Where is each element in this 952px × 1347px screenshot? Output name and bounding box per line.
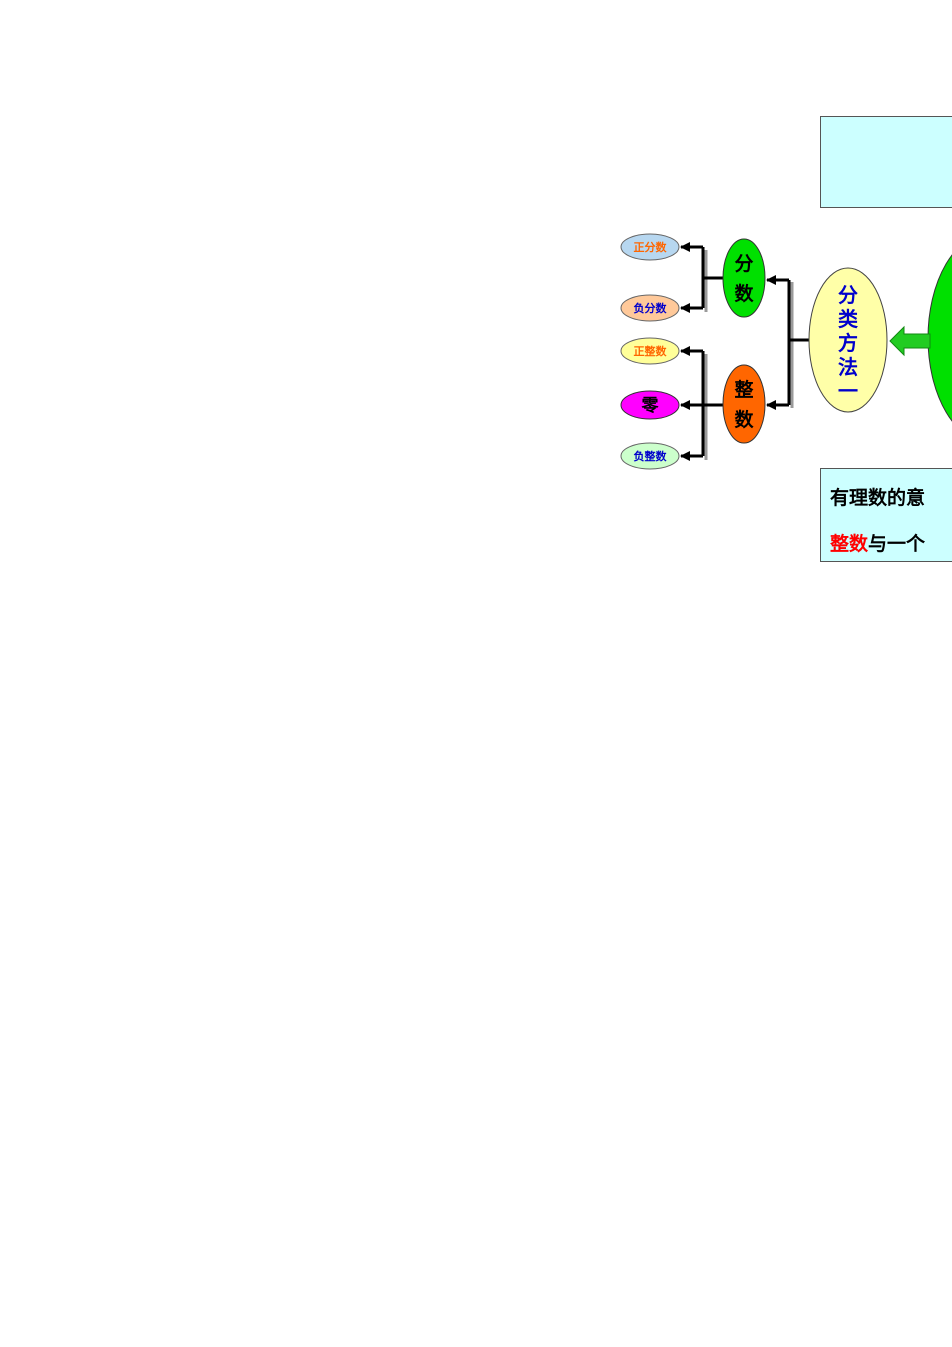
- definition-line-1: 有理数的意: [830, 487, 926, 509]
- root-ellipse: [927, 254, 952, 422]
- node-char: 法: [838, 355, 858, 379]
- svg-text:分数: 分数: [734, 253, 754, 305]
- node-char: 整: [734, 378, 753, 401]
- node-fenshu: 分数: [722, 238, 766, 318]
- definition-box: 有理数的意 整数与一个: [820, 468, 952, 562]
- definition-highlight: 整数: [830, 533, 869, 555]
- connector-lines: [680, 242, 809, 461]
- node-char: 方: [838, 331, 858, 355]
- svg-text:整数: 整数: [734, 378, 754, 431]
- node-fu-zhengshu: 负整数: [620, 442, 680, 470]
- svg-text:正整数: 正整数: [634, 344, 668, 358]
- svg-text:负分数: 负分数: [634, 301, 668, 315]
- node-zheng-zhengshu: 正整数: [620, 337, 680, 365]
- node-char: 数: [734, 282, 754, 305]
- node-char: 类: [838, 307, 858, 331]
- left-block-arrow: [889, 325, 931, 357]
- node-zhengshu: 整数: [722, 364, 766, 444]
- svg-text:正分数: 正分数: [634, 240, 668, 254]
- svg-text:分类方法一: 分类方法一: [838, 283, 858, 403]
- node-char: 分: [734, 253, 753, 275]
- definition-line-2: 整数与一个: [830, 529, 925, 556]
- definition-line-2-rest: 与一个: [868, 533, 926, 555]
- node-fu-fenshu: 负分数: [620, 294, 680, 322]
- node-fenlei-fangfa: 分类方法一: [808, 267, 888, 413]
- node-zheng-fenshu: 正分数: [620, 233, 680, 261]
- node-char: 数: [734, 408, 754, 431]
- top-info-box: [820, 116, 952, 208]
- node-char: 分: [838, 283, 858, 307]
- svg-text:零: 零: [641, 396, 660, 416]
- svg-text:负整数: 负整数: [634, 449, 668, 463]
- node-ling: 零: [620, 390, 680, 420]
- node-char: 一: [838, 379, 858, 403]
